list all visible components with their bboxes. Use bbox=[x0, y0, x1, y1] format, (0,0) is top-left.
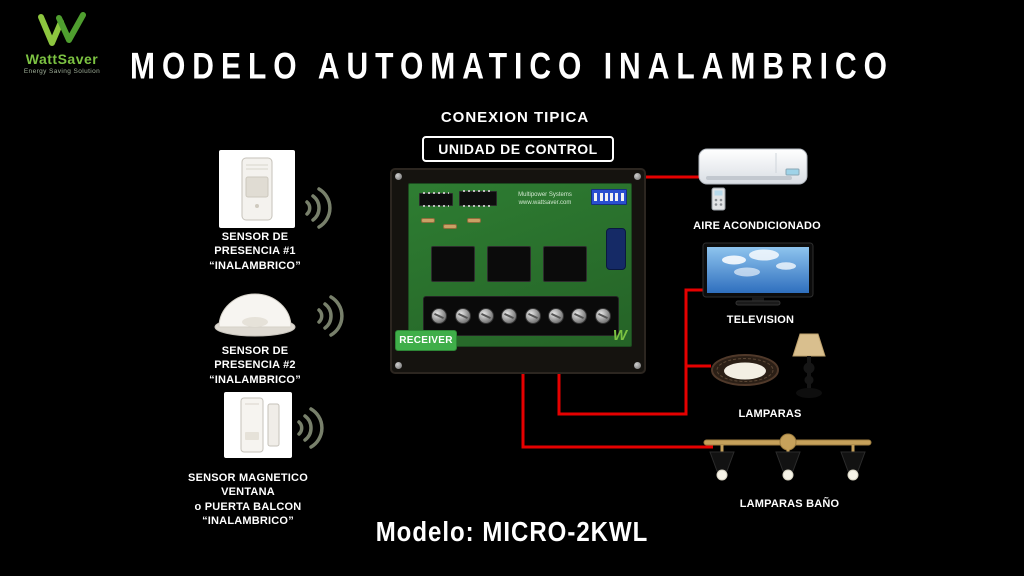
terminal-screw bbox=[454, 308, 471, 324]
television-icon bbox=[702, 242, 814, 306]
air-conditioner-icon bbox=[698, 148, 808, 211]
terminal-screw bbox=[431, 308, 448, 324]
pcb-silkscreen-text: Multipower Systems www.wattsaver.com bbox=[518, 192, 572, 207]
bath-vanity-lamp-icon bbox=[703, 433, 872, 481]
board-screw bbox=[634, 362, 641, 369]
magnetic-sensor-image bbox=[224, 392, 292, 458]
page-title: MODELO AUTOMATICO INALAMBRICO bbox=[129, 46, 895, 88]
wattsaver-w-icon bbox=[38, 12, 86, 46]
model-label: Modelo: MICRO-2KWL bbox=[375, 517, 649, 549]
terminal-screw bbox=[524, 308, 541, 324]
wireless-signal-icon bbox=[305, 187, 332, 229]
relay bbox=[431, 246, 475, 282]
ic-chip bbox=[459, 190, 497, 207]
wire-bath-lamps bbox=[521, 371, 713, 449]
terminal-screw bbox=[477, 308, 494, 324]
presence-sensor-1-label: SENSOR DE PRESENCIA #1 “INALAMBRICO” bbox=[209, 231, 301, 272]
relay bbox=[487, 246, 531, 282]
bath-lamps-label: LAMPARAS BAÑO bbox=[739, 498, 840, 510]
ceiling-lamp-icon bbox=[711, 354, 779, 386]
magnetic-sensor-label: SENSOR MAGNETICO VENTANA o PUERTA BALCON… bbox=[188, 472, 308, 527]
control-unit-label-wrap: UNIDAD DE CONTROL bbox=[390, 136, 646, 162]
terminal-screw bbox=[547, 308, 564, 324]
logo-tagline: Energy Saving Solution bbox=[23, 68, 101, 75]
dip-switch bbox=[591, 189, 627, 205]
control-unit-label: UNIDAD DE CONTROL bbox=[422, 136, 614, 162]
board-screw bbox=[395, 362, 402, 369]
ic-chip bbox=[419, 192, 453, 207]
subtitle: CONEXION TIPICA bbox=[440, 109, 590, 126]
wireless-signal-icon bbox=[317, 295, 344, 337]
magnetic-sensor-icon bbox=[240, 397, 280, 453]
pcb-wattsaver-logo: W bbox=[612, 327, 627, 344]
resistor bbox=[443, 224, 457, 229]
receiver-badge: RECEIVER bbox=[395, 330, 457, 351]
pir-sensor-icon bbox=[241, 157, 273, 221]
presence-sensor-1-image bbox=[219, 150, 295, 228]
dome-sensor-icon bbox=[214, 293, 296, 337]
board-screw bbox=[634, 173, 641, 180]
control-board: Multipower Systems www.wattsaver.com bbox=[390, 168, 646, 374]
capacitor bbox=[606, 228, 626, 270]
table-lamp-icon bbox=[792, 333, 826, 398]
board-screw bbox=[395, 173, 402, 180]
air-conditioner-label: AIRE ACONDICIONADO bbox=[693, 220, 821, 232]
logo-brand: WattSaver bbox=[25, 51, 99, 67]
terminal-screw bbox=[571, 308, 588, 324]
terminal-block bbox=[423, 296, 619, 336]
terminal-screw bbox=[501, 308, 518, 324]
resistor bbox=[467, 218, 481, 223]
wireless-signal-icon bbox=[297, 407, 324, 449]
resistor bbox=[421, 218, 435, 223]
logo: WattSaver Energy Saving Solution bbox=[14, 12, 110, 75]
relay bbox=[543, 246, 587, 282]
presence-sensor-2-label: SENSOR DE PRESENCIA #2 “INALAMBRICO” bbox=[209, 345, 301, 386]
television-label: TELEVISION bbox=[726, 314, 795, 326]
lamps-label: LAMPARAS bbox=[738, 408, 802, 420]
pcb: Multipower Systems www.wattsaver.com bbox=[408, 183, 632, 347]
terminal-screw bbox=[594, 308, 611, 324]
